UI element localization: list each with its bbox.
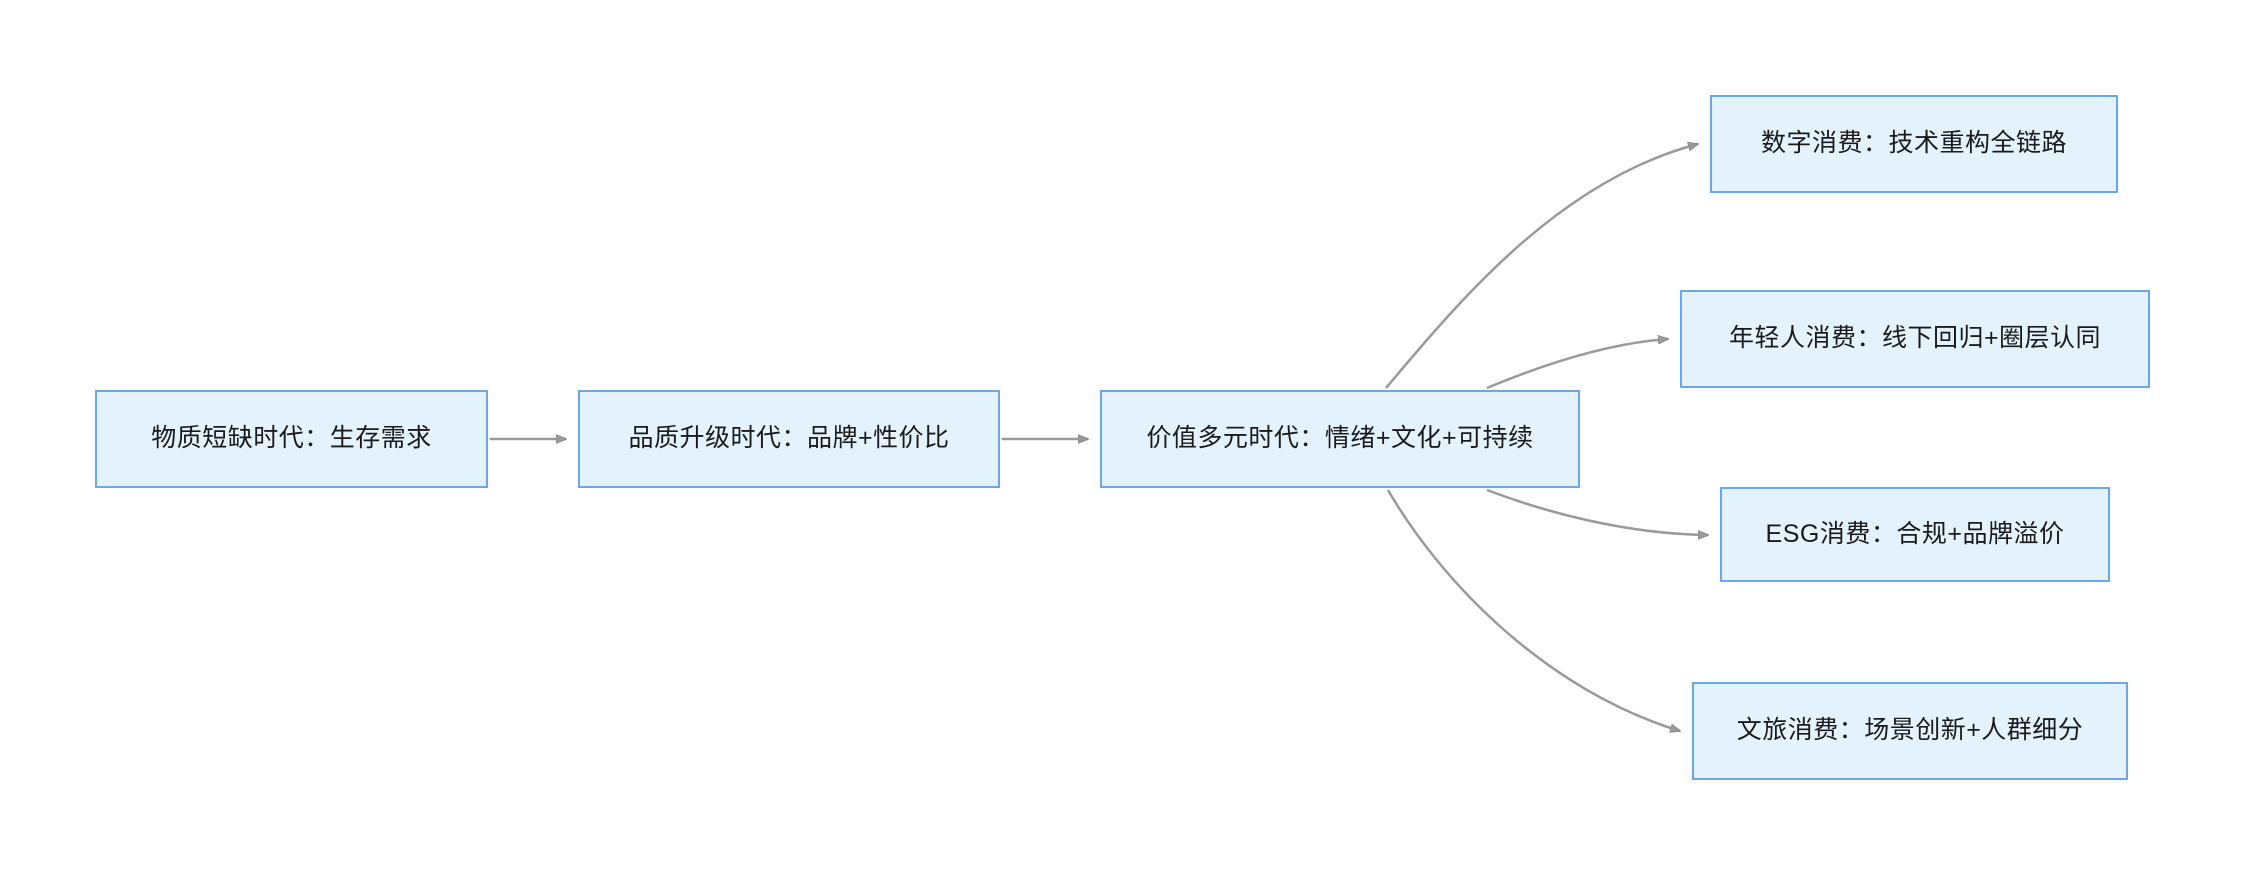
node-branch-tourism[interactable]: 文旅消费：场景创新+人群细分	[1692, 682, 2128, 780]
node-branch-esg-label: ESG消费：合规+品牌溢价	[1765, 519, 2065, 548]
edge-stage3-to-youth	[1486, 339, 1668, 390]
node-branch-digital-label: 数字消费：技术重构全链路	[1760, 129, 2067, 158]
edge-stage3-to-esg	[1486, 488, 1708, 535]
edge-stage3-to-digital	[1385, 144, 1698, 389]
node-stage2-label: 品质升级时代：品牌+性价比	[628, 424, 950, 453]
node-branch-digital[interactable]: 数字消费：技术重构全链路	[1710, 95, 2118, 193]
node-stage2[interactable]: 品质升级时代：品牌+性价比	[578, 390, 1000, 488]
node-stage1-label: 物质短缺时代：生存需求	[151, 424, 432, 453]
edge-stage3-to-tourism	[1386, 489, 1680, 731]
node-stage3-label: 价值多元时代：情绪+文化+可持续	[1146, 424, 1534, 453]
node-branch-esg[interactable]: ESG消费：合规+品牌溢价	[1720, 487, 2110, 582]
node-branch-tourism-label: 文旅消费：场景创新+人群细分	[1736, 716, 2084, 745]
node-stage1[interactable]: 物质短缺时代：生存需求	[95, 390, 488, 488]
node-branch-youth[interactable]: 年轻人消费：线下回归+圈层认同	[1680, 290, 2150, 388]
node-stage3[interactable]: 价值多元时代：情绪+文化+可持续	[1100, 390, 1580, 488]
node-branch-youth-label: 年轻人消费：线下回归+圈层认同	[1728, 324, 2102, 353]
